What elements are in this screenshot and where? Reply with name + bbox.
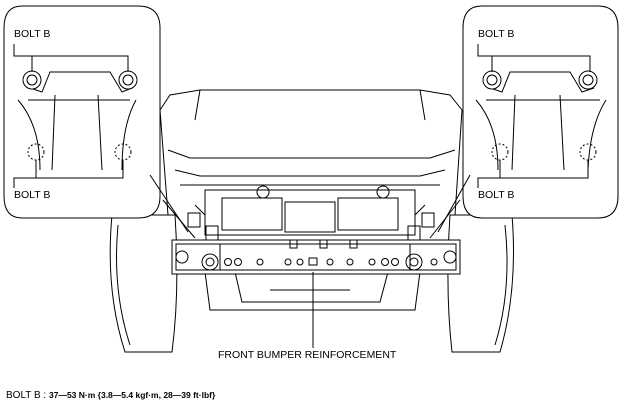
tire-left: [109, 214, 178, 353]
leader-left-bottom: [13, 160, 124, 188]
bolt-b-label-left-top: BOLT B: [14, 28, 50, 40]
bumper-reinforcement: [171, 225, 461, 275]
bolt-b-label-left-bottom: BOLT B: [14, 189, 50, 201]
leader-right-bottom: [477, 160, 589, 188]
tire-right: [447, 214, 514, 353]
bolt-b-right-top-b: [578, 70, 598, 90]
bolt-b-right-top-a: [482, 70, 502, 90]
torque-spec-name: BOLT B: [6, 390, 41, 401]
torque-spec-separator: :: [41, 390, 49, 401]
bolt-b-left-top-a: [22, 70, 42, 90]
radiator-support: [187, 185, 435, 236]
torque-spec-value: 37—53 N·m {3.8—5.4 kgf·m, 28—39 ft·lbf}: [49, 390, 216, 400]
leader-left-top: [13, 44, 129, 72]
inset-connector-right-2: [429, 199, 461, 239]
inset-connector-right: [437, 174, 471, 233]
bumper-reinforcement-label: FRONT BUMPER REINFORCEMENT: [218, 349, 397, 361]
leader-right-top: [477, 44, 591, 72]
bolt-b-label-right-top: BOLT B: [478, 28, 514, 40]
bolt-b-left-top-b: [118, 70, 138, 90]
torque-spec: BOLT B : 37—53 N·m {3.8—5.4 kgf·m, 28—39…: [6, 390, 216, 401]
vehicle-body: [159, 89, 463, 216]
detail-inset-left: [3, 5, 161, 219]
bolt-b-label-right-bottom: BOLT B: [478, 189, 514, 201]
detail-inset-right: [462, 5, 619, 219]
inset-connector-left-2: [162, 199, 196, 239]
